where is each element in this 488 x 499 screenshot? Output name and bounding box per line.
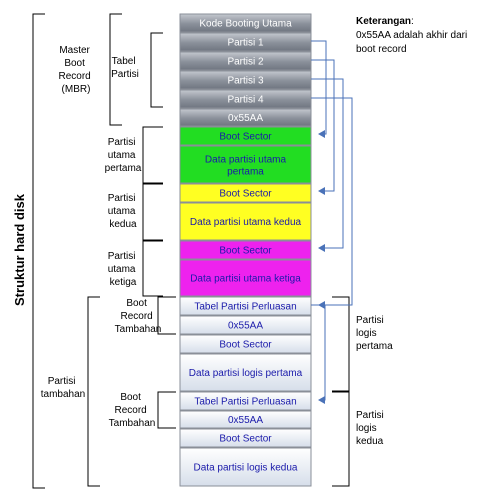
block-boot-sector-1-label: Boot Sector xyxy=(219,132,272,143)
partisi-logis-kedua-label: Partisi logis kedua xyxy=(356,410,387,447)
block-boot-sector-2-box xyxy=(179,183,312,203)
block-partisi-3-box xyxy=(179,70,312,90)
block-kode-booting-utama-box xyxy=(179,13,312,33)
arrow-partisi-3 xyxy=(311,78,344,252)
block-0x55aa-mbr-box xyxy=(179,108,312,127)
block-tabel-partisi-perluasan-2: Tabel Partisi Perluasan xyxy=(179,391,312,411)
block-partisi-2-box xyxy=(179,51,312,71)
arrow-partisi-1 xyxy=(311,40,327,138)
partisi-logis-pertama-label: Partisi logis pertama xyxy=(356,315,393,352)
boot-record-tambahan-1-bracket xyxy=(157,296,176,335)
block-data-partisi-utama-pertama-label: Data partisi utama xyxy=(205,155,287,166)
block-partisi-4-box xyxy=(179,89,312,109)
partisi-utama-pertama-label: Partisi utama pertama xyxy=(105,137,142,174)
block-data-partisi-utama-ketiga-label: Data partisi utama ketiga xyxy=(190,274,301,285)
partisi-utama-ketiga-bracket xyxy=(142,240,163,297)
block-0x55aa-mbr-label: 0x55AA xyxy=(228,113,263,124)
block-data-partisi-utama-kedua-label: Data partisi utama kedua xyxy=(190,217,302,228)
block-data-partisi-logis-kedua: Data partisi logis kedua xyxy=(179,447,312,487)
block-boot-sector-4: Boot Sector xyxy=(179,334,312,354)
block-partisi-3-label: Partisi 3 xyxy=(227,76,264,87)
block-partisi-4: Partisi 4 xyxy=(179,89,312,109)
block-tabel-partisi-perluasan-2-label: Tabel Partisi Perluasan xyxy=(194,397,296,408)
block-partisi-3: Partisi 3 xyxy=(179,70,312,90)
block-data-partisi-utama-kedua-box xyxy=(179,202,312,241)
block-partisi-2-label: Partisi 2 xyxy=(227,57,264,68)
block-0x55aa-ext-1-box xyxy=(179,315,312,335)
block-data-partisi-logis-pertama-box xyxy=(179,353,312,392)
block-boot-sector-3-box xyxy=(179,240,312,260)
arrow-perluasan-1 xyxy=(311,304,326,404)
block-partisi-1: Partisi 1 xyxy=(179,32,312,52)
block-partisi-1-box xyxy=(179,32,312,52)
block-0x55aa-ext-1-label: 0x55AA xyxy=(228,321,263,332)
block-boot-sector-5-label: Boot Sector xyxy=(219,434,272,445)
block-boot-sector-5: Boot Sector xyxy=(179,428,312,448)
block-0x55aa-ext-2: 0x55AA xyxy=(179,410,312,429)
block-tabel-partisi-perluasan-1-box xyxy=(179,296,312,316)
block-tabel-partisi-perluasan-2-box xyxy=(179,391,312,411)
block-tabel-partisi-perluasan-1-label: Tabel Partisi Perluasan xyxy=(194,302,296,313)
block-boot-sector-4-box xyxy=(179,334,312,354)
block-boot-sector-3-label: Boot Sector xyxy=(219,246,272,257)
block-boot-sector-1: Boot Sector xyxy=(179,126,312,146)
mbr-bracket xyxy=(109,13,122,126)
diagram-title: Struktur hard disk xyxy=(12,193,27,306)
block-0x55aa-ext-2-box xyxy=(179,410,312,429)
block-data-partisi-utama-kedua: Data partisi utama kedua xyxy=(179,202,312,241)
block-boot-sector-2-label: Boot Sector xyxy=(219,189,272,200)
block-partisi-4-label: Partisi 4 xyxy=(227,95,264,106)
block-data-partisi-logis-kedua-box xyxy=(179,447,312,487)
partisi-utama-kedua-label: Partisi utama kedua xyxy=(108,193,139,230)
block-boot-sector-1-box xyxy=(179,126,312,146)
block-data-partisi-logis-pertama: Data partisi logis pertama xyxy=(179,353,312,392)
block-0x55aa-mbr: 0x55AA xyxy=(179,108,312,127)
block-boot-sector-3: Boot Sector xyxy=(179,240,312,260)
partisi-utama-ketiga-label: Partisi utama ketiga xyxy=(108,251,139,288)
mbr-label: Master Boot Record (MBR) xyxy=(58,45,93,95)
partisi-logis-pertama-bracket xyxy=(332,296,350,392)
block-data-partisi-utama-ketiga: Data partisi utama ketiga xyxy=(179,259,312,297)
arrow-partisi-4 xyxy=(311,97,353,309)
block-data-partisi-utama-pertama-label: pertama xyxy=(227,167,264,178)
block-tabel-partisi-perluasan-1: Tabel Partisi Perluasan xyxy=(179,296,312,316)
partisi-utama-kedua-bracket xyxy=(142,183,163,241)
partisi-tambahan-label: Partisi tambahan xyxy=(41,376,85,400)
block-data-partisi-logis-kedua-label: Data partisi logis kedua xyxy=(194,463,298,474)
block-data-partisi-utama-pertama-box xyxy=(179,145,312,184)
tabel-partisi-bracket xyxy=(150,32,163,108)
partition-pointer-arrows xyxy=(311,40,353,404)
partisi-utama-pertama-bracket xyxy=(142,126,163,184)
block-kode-booting-utama-label: Kode Booting Utama xyxy=(199,19,292,30)
block-data-partisi-utama-ketiga-box xyxy=(179,259,312,297)
partisi-logis-kedua-bracket xyxy=(332,391,350,487)
block-0x55aa-ext-1: 0x55AA xyxy=(179,315,312,335)
block-partisi-2: Partisi 2 xyxy=(179,51,312,71)
arrow-partisi-2 xyxy=(311,59,335,195)
block-boot-sector-5-box xyxy=(179,428,312,448)
block-kode-booting-utama: Kode Booting Utama xyxy=(179,13,312,33)
block-data-partisi-logis-pertama-label: Data partisi logis pertama xyxy=(189,368,303,379)
partisi-tambahan-bracket xyxy=(87,296,100,487)
block-partisi-1-label: Partisi 1 xyxy=(227,38,264,49)
outer-bracket xyxy=(32,13,45,489)
block-boot-sector-4-label: Boot Sector xyxy=(219,340,272,351)
boot-record-tambahan-2-label: Boot Record Tambahan xyxy=(109,392,156,429)
boot-record-tambahan-1-label: Boot Record Tambahan xyxy=(115,298,162,335)
boot-record-tambahan-2-bracket xyxy=(157,391,176,429)
block-0x55aa-ext-2-label: 0x55AA xyxy=(228,415,263,426)
keterangan-note: Keterangan: 0x55AA adalah akhir dari boo… xyxy=(356,16,470,55)
tabel-partisi-label: Tabel Partisi xyxy=(111,56,139,80)
block-boot-sector-2: Boot Sector xyxy=(179,183,312,203)
